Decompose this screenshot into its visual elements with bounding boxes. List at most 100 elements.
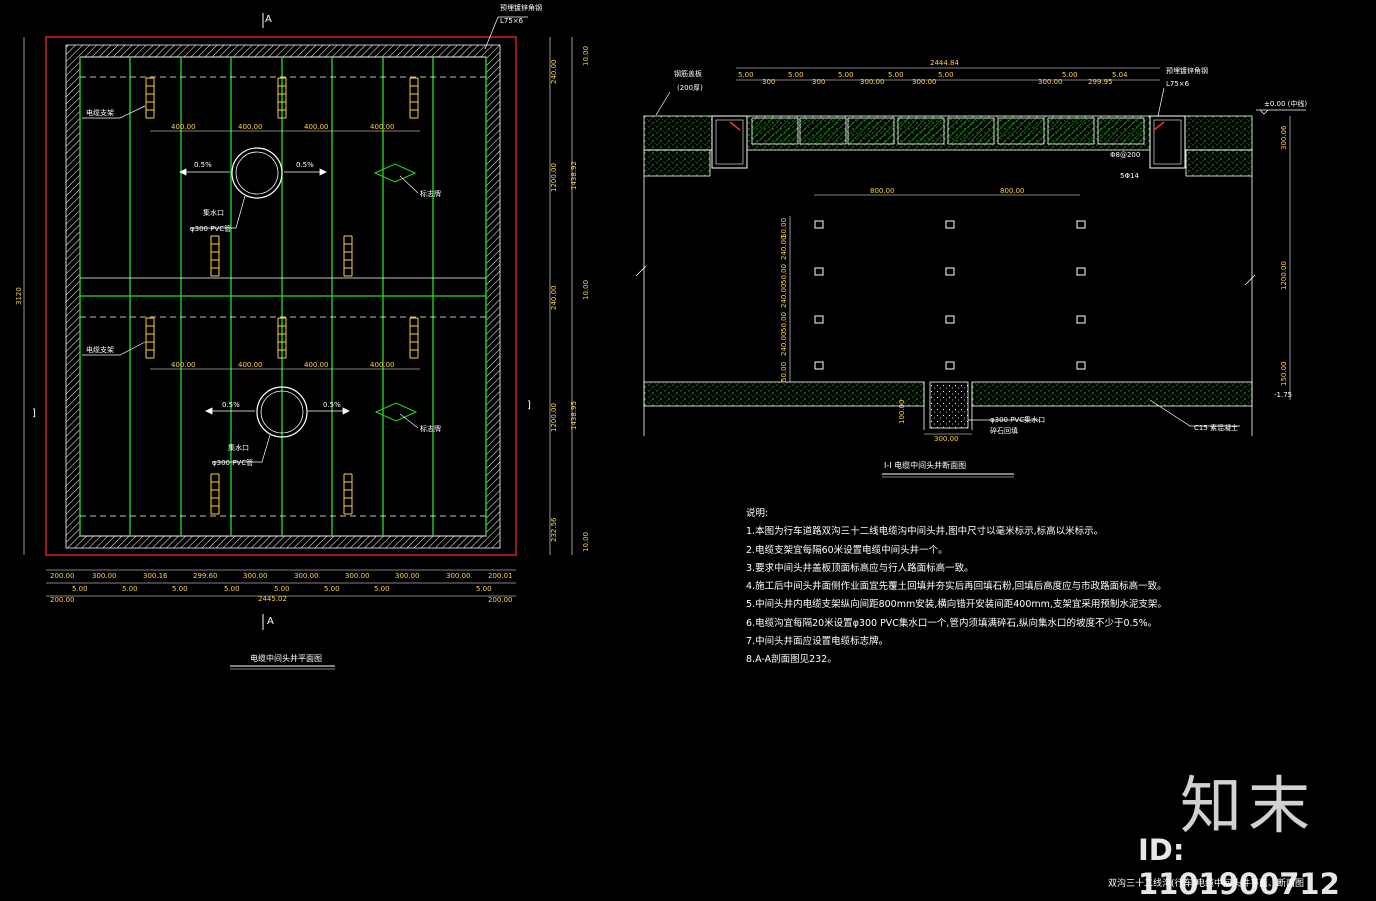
drain-label: φ300 PVC集水口 [990,415,1045,424]
cover-leader [655,91,671,116]
slope-label-1: 0.5% [194,161,212,169]
pipe-leader-2 [212,434,271,463]
slab-panel [1097,117,1145,145]
rebar-label-2: 5Φ14 [1120,172,1139,180]
base-slab-left [643,381,925,407]
bottom-dim: 300.00 [395,572,420,580]
side-mark-left: ] [32,408,36,419]
angle-leader-section [1157,87,1165,117]
bracket-leader-top [82,105,146,119]
section-left-dim: 240.00 [780,236,788,261]
bottom-gap-dim: 5.00 [122,585,138,593]
slope-label-2: 0.5% [296,161,314,169]
cable-bracket [145,77,155,119]
cable-bracket [210,235,220,277]
rib-left [711,115,748,169]
bracket-holes [814,220,1086,370]
bracket-hole [1076,267,1086,276]
bracket-hole [945,267,955,276]
cover-spec: (200厚) [677,84,703,92]
note-item-4: 4.施工后中间头井面侧作业面宜先覆土回填并夯实后再回填石粉,回填后高度应与市政路… [746,581,1167,593]
spacing-dim: 400.00 [370,123,395,131]
section-top-dim: 5.04 [1112,71,1128,79]
section-left-dim: 50.00 [780,264,788,284]
bottom-gap-dim: 5.00 [172,585,188,593]
bottom-dim: 200.01 [488,572,513,580]
section-top-total: 2444.84 [930,59,959,67]
right-dim: 1200.00 [550,403,558,432]
pvc-pipe-top [231,147,283,199]
cable-bracket [409,317,419,359]
section-right-dim: 300.06 [1280,125,1288,150]
notes-heading: 说明: [746,508,769,519]
section-top-dim: 299.95 [1088,78,1113,86]
section-left-dim: 50.00 [780,218,788,238]
marker-leader-top [399,175,419,194]
slope-label-4: 0.5% [323,401,341,409]
drain-depth: 100.00 [898,400,906,425]
section-title: Ⅰ-Ⅰ 电缆中间头井断面图 [884,460,966,470]
right-dim-small: 10.00 [582,532,590,552]
bottom-dim: 300.16 [143,572,168,580]
watermark-id: ID: 1101900712 [1138,833,1340,901]
slab-panel [897,117,945,145]
section-right-beam [1185,149,1253,177]
section-right-dim: 1200.00 [1280,261,1288,290]
cable-bracket [277,317,287,359]
cover-label: 钢筋盖板 [674,69,702,78]
cable-bracket [145,317,155,359]
note-item-2: 2.电缆支架宜每隔60米设置电缆中间头井一个。 [746,544,948,556]
note-item-5: 5.中间头井内电缆支架纵向间距800mm安装,横向错开安装间距400mm,支架宜… [746,599,1167,611]
bracket-hole [945,315,955,324]
pipe-spec-1: φ300 PVC管 [190,224,231,233]
pvc-pipe-bottom-inner [260,390,304,434]
cable-bracket [343,235,353,277]
slab-panel [751,117,799,145]
pipe-leader-1 [190,195,246,229]
bottom-dim: 300.00 [243,572,268,580]
spacing-dim: 400.00 [238,361,263,369]
outer-boundary [45,36,517,556]
angle-leader-plan [484,16,528,50]
slab-panel [947,117,995,145]
section-left-dim: 50.00 [780,312,788,332]
design-notes: 说明: 1.本图为行车道路双沟三十二线电缆沟中间头井,图中尺寸以毫米标示,标高以… [746,505,1167,670]
level-bottom: -1.75 [1274,391,1292,399]
plan-title: 电缆中间头井平面图 [250,653,322,663]
section-right-dim: 150.00 [1280,362,1288,387]
spacing-dim: 400.00 [370,361,395,369]
marker-diamond-top [373,163,417,183]
pvc-pipe-bottom [256,386,308,438]
spacing-dim: 400.00 [304,123,329,131]
section-top-dim: 5.00 [738,71,754,79]
section-top-dim: 300 [762,78,775,86]
note-item-8: 8.A-A剖面图见232。 [746,654,837,666]
slab-panel [997,117,1045,145]
bracket-hole [945,220,955,229]
angle-spec-section: L75×6 [1166,80,1190,88]
section-top-dim: 5.00 [938,71,954,79]
bracket-hole [945,361,955,370]
slope-label-3: 0.5% [222,401,240,409]
note-item-7: 7.中间头井面应设置电缆标志牌。 [746,636,889,648]
right-dim: 1200.00 [550,163,558,192]
bottom-dim: 300.00 [294,572,319,580]
level-top-symbol [1256,109,1306,115]
right-dims: 240.001200.00240.001200.00232.5610.0010.… [550,46,590,552]
bottom-gap-dim: 5.00 [476,585,492,593]
drawing-footer-title: 双沟三十二线沟(行车)电缆中间头井平面、断面图 [1108,879,1305,889]
slab-panel [847,117,895,145]
bottom-end-left: 200.00 [50,596,75,604]
right-sub-dim: 1438.95 [570,401,578,430]
right-dim: 240.00 [550,286,558,311]
angle-label-section: 预埋镀锌角钢 [1166,66,1208,75]
marker-diamond-bottom [374,402,418,422]
section-top-dim: 300.00 [860,78,885,86]
cable-bracket [343,473,353,515]
bottom-gap-dim: 5.00 [274,585,290,593]
section-mark-top: A [265,14,272,25]
right-sub-dim: 1438.92 [570,161,578,190]
